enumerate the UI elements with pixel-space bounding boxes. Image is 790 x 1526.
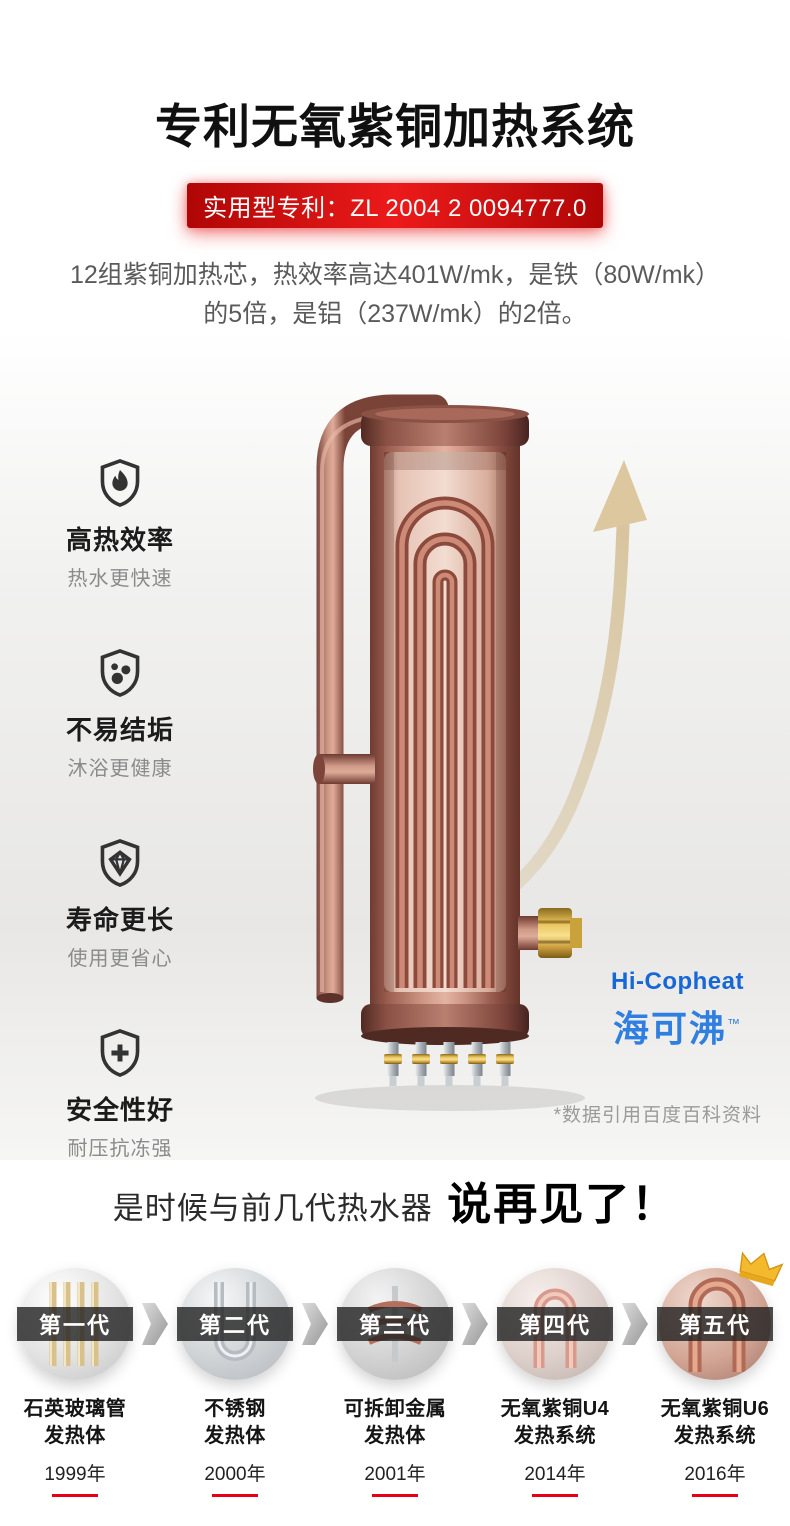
product-shadow (315, 1085, 585, 1111)
generation-name: 石英玻璃管发热体 (23, 1398, 127, 1447)
patent-label: 实用型专利： (203, 195, 351, 222)
patent-number: ZL 2004 2 0094777.0 (350, 195, 587, 222)
goodbye-headline: 是时候与前几代热水器 说再见了！ (0, 1168, 790, 1232)
generation-label: 第一代 (17, 1307, 133, 1341)
generation-year: 2016年 (684, 1464, 746, 1485)
feature-title: 寿命更长 (65, 905, 174, 935)
patent-badge: 实用型专利：ZL 2004 2 0094777.0 (187, 183, 603, 228)
description-line-1: 12组紫铜加热芯，热效率高达401W/mk，是铁（80W/mk） (69, 261, 721, 289)
feature-subtitle: 沐浴更健康 (67, 758, 173, 780)
generations-timeline: 第一代 石英玻璃管发热体 1999年 第二代 不锈钢发热体 2000年 (0, 1251, 790, 1497)
brand-name-cn: 海可沸™ (612, 1008, 742, 1049)
feature-subtitle: 热水更快速 (67, 568, 173, 590)
brand-logo: Hi-Copheat 海可沸™ (611, 968, 744, 1052)
product-description: 12组紫铜加热芯，热效率高达401W/mk，是铁（80W/mk） 的5倍，是铝（… (0, 256, 790, 334)
feature-subtitle: 使用更省心 (67, 948, 173, 970)
year-underline (532, 1494, 578, 1497)
year-underline (692, 1494, 738, 1497)
flame-shield-icon (93, 456, 147, 510)
feature-no-scale: 不易结垢 沐浴更健康 (50, 646, 190, 781)
crown-icon (732, 1245, 786, 1297)
generation-name: 不锈钢发热体 (204, 1398, 266, 1447)
feature-title: 安全性好 (65, 1095, 174, 1125)
feature-high-efficiency: 高热效率 热水更快速 (50, 456, 190, 591)
data-source-footnote: *数据引用百度百科资料 (553, 1105, 762, 1126)
generation-2: 第二代 不锈钢发热体 2000年 (170, 1268, 300, 1497)
generation-year: 2001年 (364, 1464, 426, 1485)
generation-4-image: 第四代 (497, 1268, 613, 1380)
generation-label: 第三代 (337, 1307, 453, 1341)
page-title: 专利无氧紫铜加热系统 (155, 100, 635, 153)
heater-terminals (384, 1042, 514, 1086)
tank-body (370, 434, 520, 1009)
timeline-arrow-icon (460, 1301, 490, 1347)
generation-3-image: 第三代 (337, 1268, 453, 1380)
generation-year: 2000年 (204, 1464, 266, 1485)
generation-label: 第四代 (497, 1307, 613, 1341)
timeline-arrow-icon (620, 1301, 650, 1347)
generation-1: 第一代 石英玻璃管发热体 1999年 (10, 1268, 140, 1497)
generation-name: 可拆卸金属发热体 (343, 1398, 447, 1447)
feature-title: 高热效率 (65, 525, 174, 555)
plus-shield-icon (93, 1026, 147, 1080)
timeline-arrow-icon (140, 1301, 170, 1347)
year-underline (52, 1494, 98, 1497)
stainless-tube-motif (214, 1282, 256, 1361)
diamond-shield-icon (93, 836, 147, 890)
generation-year: 2014年 (524, 1464, 586, 1485)
generation-year: 1999年 (44, 1464, 106, 1485)
copper-u4-motif (533, 1288, 577, 1368)
year-underline (372, 1494, 418, 1497)
goodbye-prefix: 是时候与前几代热水器 (112, 1191, 433, 1226)
feature-long-life: 寿命更长 使用更省心 (50, 836, 190, 971)
trademark-symbol: ™ (727, 1016, 742, 1031)
generation-2-image: 第二代 (177, 1268, 293, 1380)
copper-heating-element-illustration (275, 356, 675, 1116)
brass-outlet-fitting (518, 908, 582, 958)
year-underline (212, 1494, 258, 1497)
tank-bottom-cap (361, 1004, 529, 1045)
feature-list: 高热效率 热水更快速 不易结垢 沐浴更健康 寿命更长 使用更省心 (50, 456, 190, 1161)
side-stub-pipe (313, 754, 375, 784)
generation-3: 第三代 可拆卸金属发热体 2001年 (330, 1268, 460, 1497)
bubbles-shield-icon (93, 646, 147, 700)
timeline-arrow-icon (300, 1301, 330, 1347)
goodbye-emphasis: 说再见了！ (447, 1180, 678, 1229)
brand-name-en: Hi-Copheat (611, 968, 744, 995)
copper-u-tubes (395, 496, 495, 988)
copper-u6-motif (688, 1277, 746, 1372)
tank-top-cap (361, 405, 529, 446)
header-section: 专利无氧紫铜加热系统 实用型专利：ZL 2004 2 0094777.0 12组… (0, 0, 790, 334)
generation-label: 第二代 (177, 1307, 293, 1341)
feature-subtitle: 耐压抗冻强 (67, 1138, 173, 1160)
feature-safety: 安全性好 耐压抗冻强 (50, 1026, 190, 1161)
feature-title: 不易结垢 (65, 715, 174, 745)
generation-5-image: 第五代 (657, 1251, 784, 1380)
description-line-2: 的5倍，是铝（237W/mk）的2倍。 (203, 299, 587, 328)
product-showcase-section: 高热效率 热水更快速 不易结垢 沐浴更健康 寿命更长 使用更省心 (0, 330, 790, 1160)
generation-1-image: 第一代 (17, 1268, 133, 1380)
generation-label: 第五代 (657, 1307, 773, 1341)
